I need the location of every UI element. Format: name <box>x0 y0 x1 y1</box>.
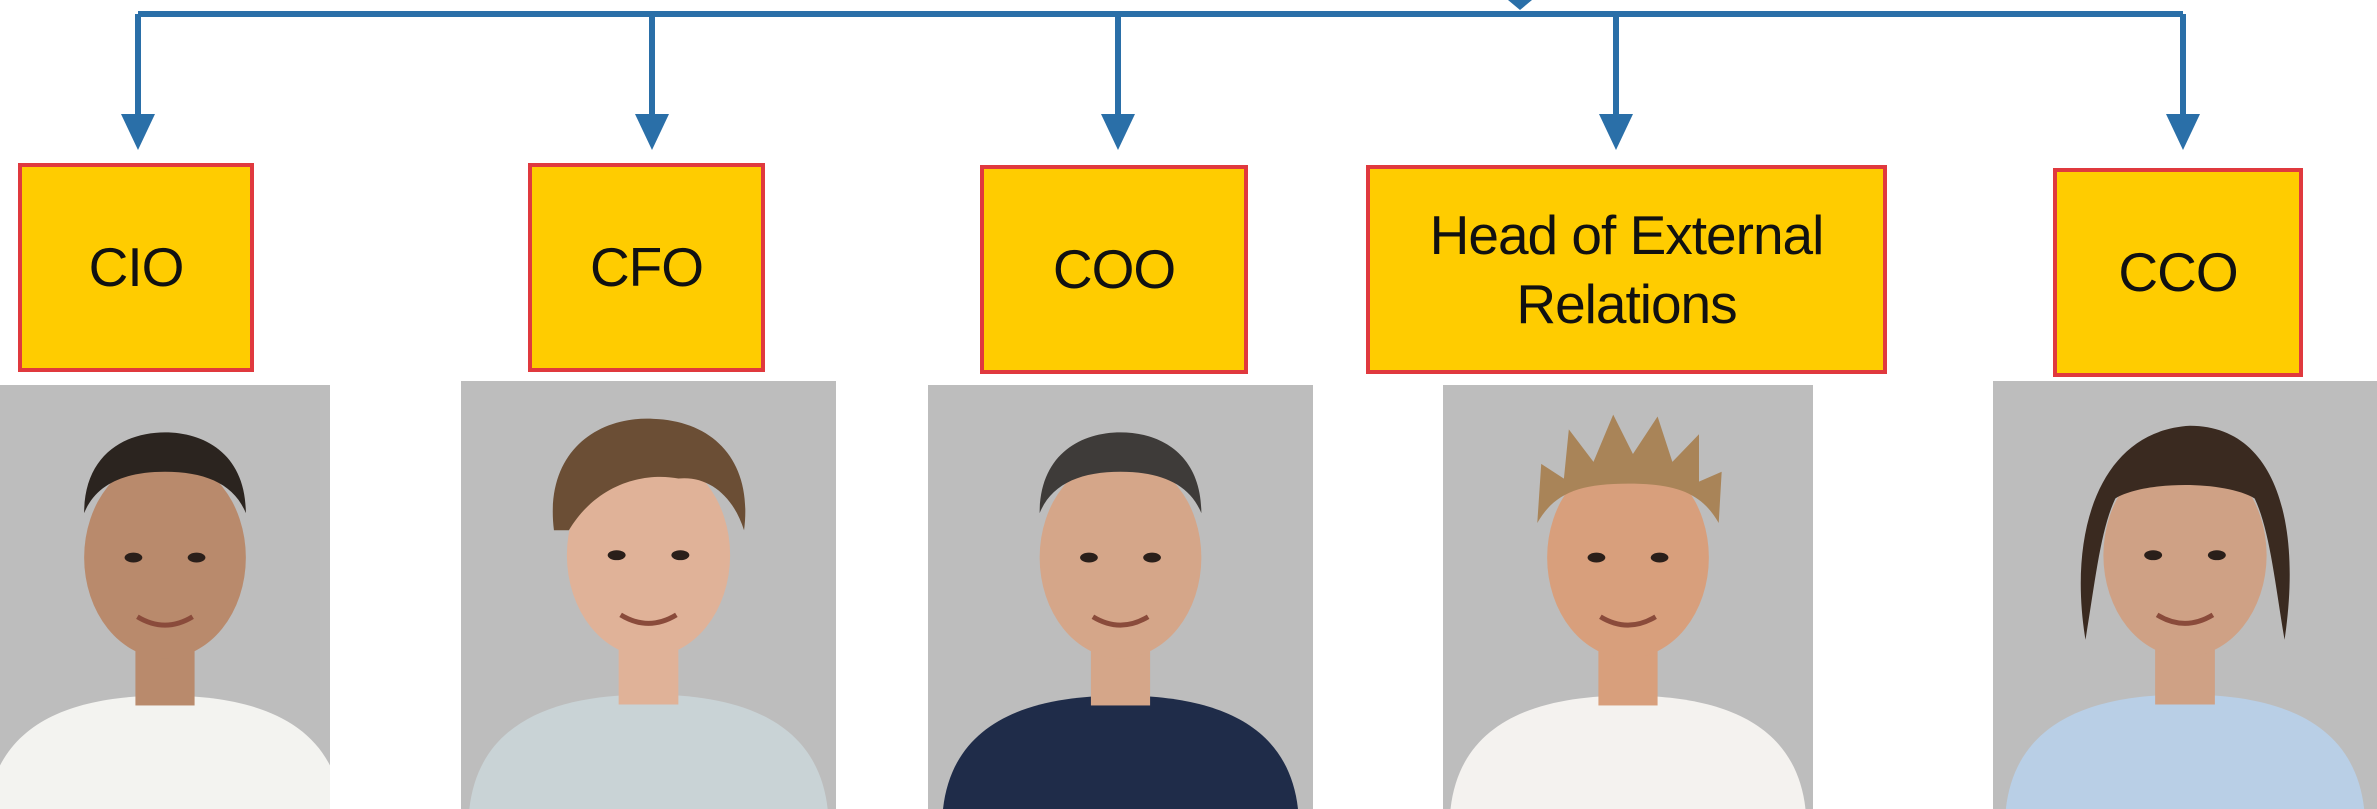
portrait-figure <box>1993 381 2377 809</box>
portrait-figure <box>461 381 836 809</box>
arrow-head <box>1101 114 1135 150</box>
role-box: Head of External Relations <box>1366 165 1887 374</box>
portrait-figure <box>0 385 330 809</box>
portrait-figure <box>1443 385 1813 809</box>
top-arrow-tip <box>1508 0 1532 10</box>
portrait-photo <box>928 385 1313 809</box>
portrait-photo <box>1443 385 1813 809</box>
role-title: CCO <box>2118 241 2238 304</box>
portrait-photo <box>461 381 836 809</box>
role-title: Head of External Relations <box>1429 203 1825 335</box>
role-box: CCO <box>2053 168 2303 377</box>
role-title: CIO <box>88 236 185 299</box>
role-box: CIO <box>18 163 254 372</box>
arrow-head <box>635 114 669 150</box>
role-title: COO <box>1052 238 1176 301</box>
role-box: COO <box>980 165 1248 374</box>
arrow-head <box>2166 114 2200 150</box>
role-box: CFO <box>528 163 765 372</box>
role-title: CFO <box>589 236 704 299</box>
portrait-photo <box>0 385 330 809</box>
arrow-head <box>121 114 155 150</box>
portrait-photo <box>1993 381 2377 809</box>
arrow-head <box>1599 114 1633 150</box>
portrait-figure <box>928 385 1313 809</box>
